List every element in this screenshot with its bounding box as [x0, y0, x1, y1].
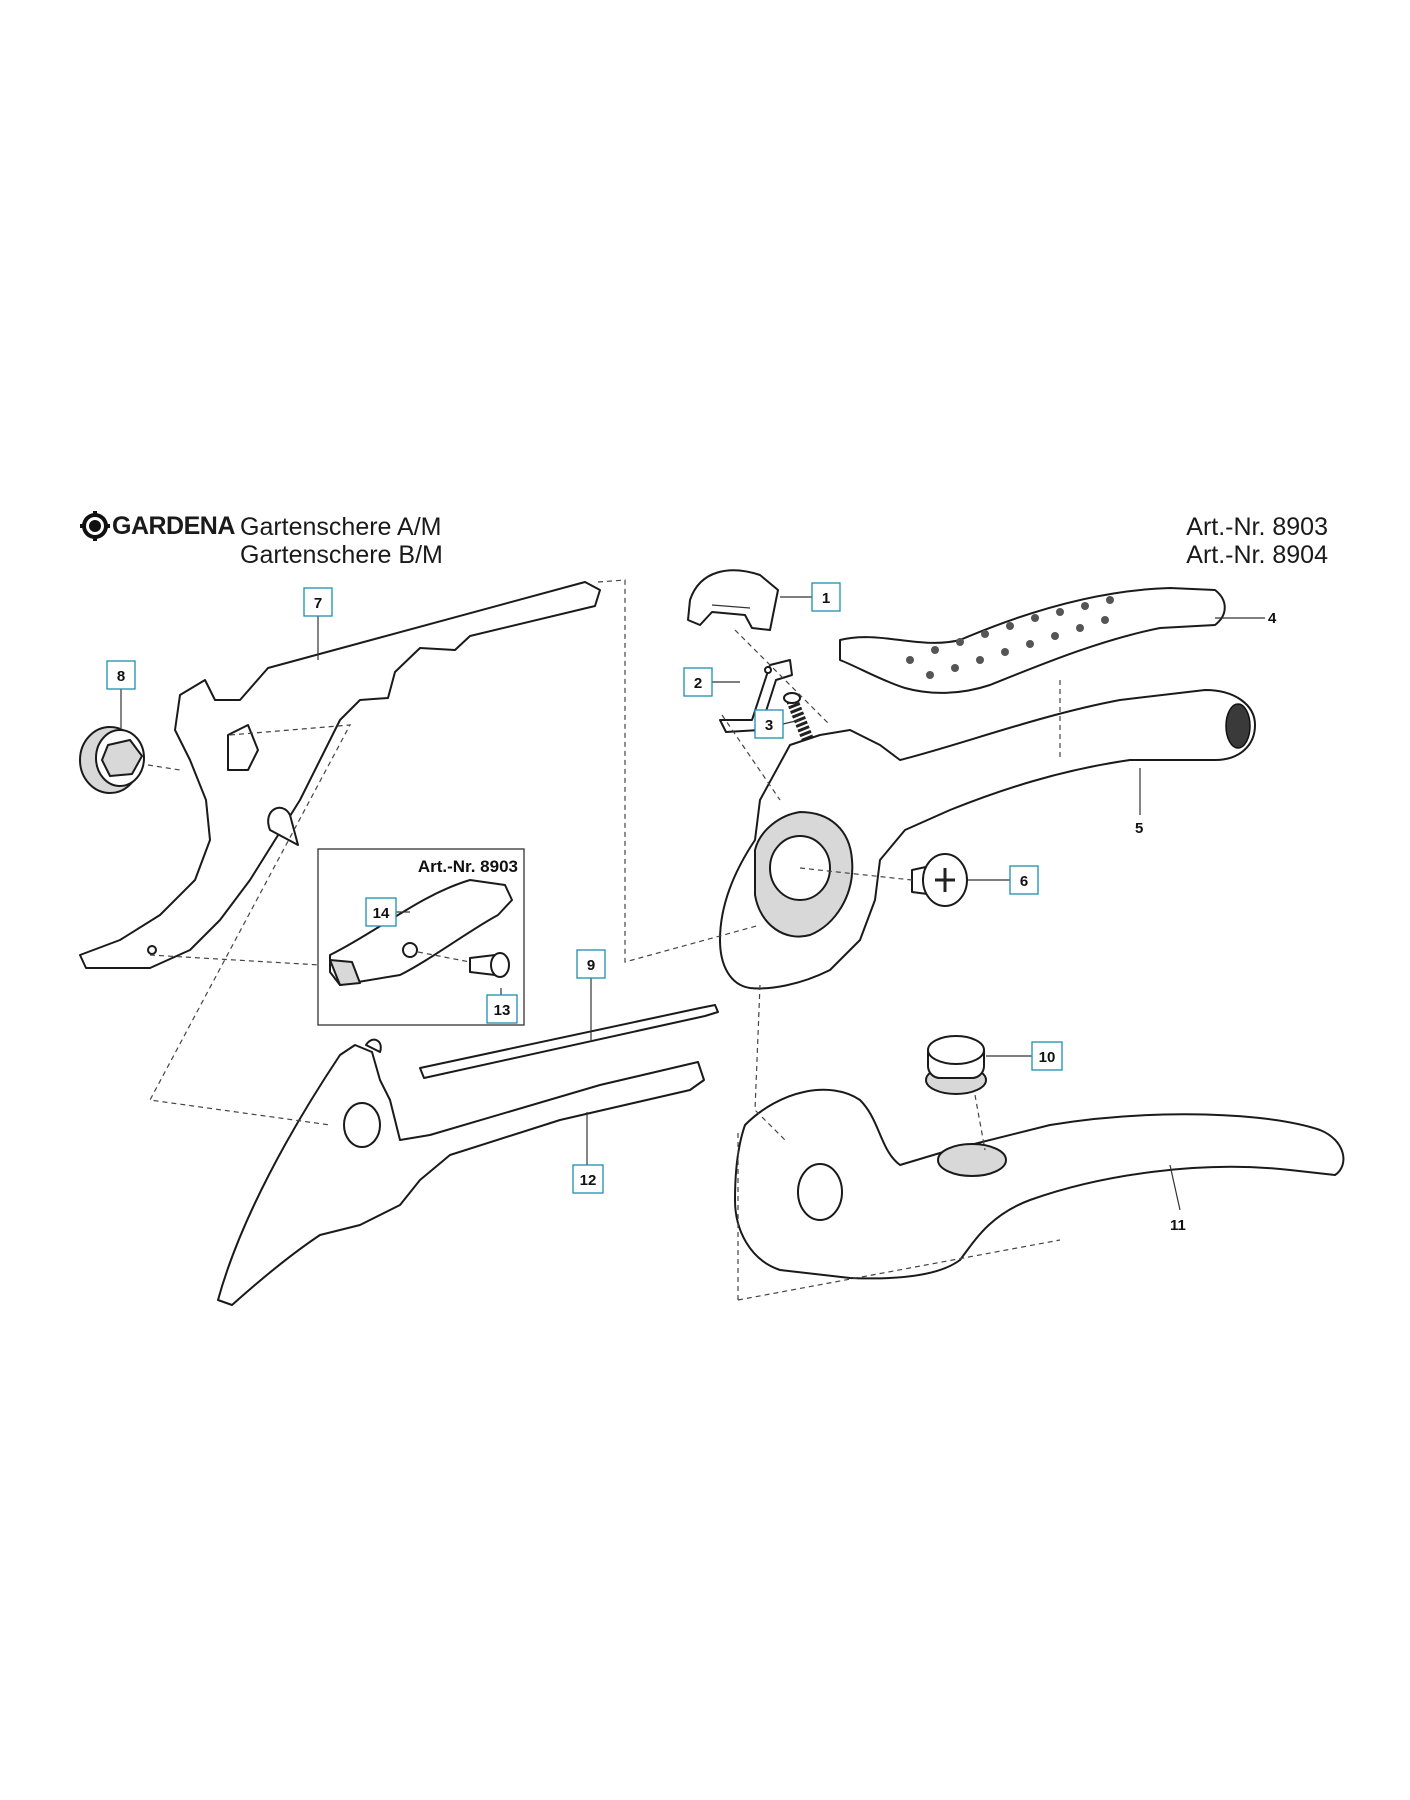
svg-text:3: 3	[765, 717, 773, 734]
callout-3: 3	[754, 709, 801, 739]
lock-slider-hole	[764, 666, 772, 674]
nut-part	[79, 726, 145, 794]
svg-text:10: 10	[1039, 1049, 1056, 1066]
grip-cover	[839, 587, 1226, 694]
callout-12: 12	[572, 1112, 604, 1194]
brand-name: GARDENA	[112, 512, 235, 540]
callout-2: 2	[683, 667, 740, 697]
svg-text:2: 2	[694, 675, 702, 692]
article-number-1: Art.-Nr. 8903	[1186, 513, 1328, 541]
callout-1: 1	[780, 582, 841, 612]
lower-handle-hole	[797, 1163, 843, 1221]
lower-blade-notch	[365, 1038, 382, 1053]
upper-handle	[719, 689, 1256, 990]
svg-text:14: 14	[373, 905, 390, 922]
svg-text:13: 13	[494, 1002, 511, 1019]
cap-part	[687, 569, 779, 631]
upper-blade-hole	[227, 724, 259, 771]
adjust-knob	[925, 1035, 987, 1095]
svg-text:7: 7	[314, 595, 322, 612]
svg-text:8: 8	[117, 668, 125, 685]
svg-text:1: 1	[822, 590, 830, 607]
callout-8: 8	[106, 660, 136, 728]
svg-text:6: 6	[1020, 873, 1028, 890]
callout-10: 10	[986, 1041, 1063, 1071]
anvil-insert-hole	[402, 942, 418, 958]
grip-cover-perforations	[906, 596, 1114, 679]
upper-blade	[79, 581, 601, 969]
label-11: 11	[1170, 1217, 1186, 1234]
article-number-2: Art.-Nr. 8904	[1186, 541, 1328, 569]
callout-13: 13	[486, 988, 518, 1024]
anvil-insert-edge	[329, 959, 361, 986]
lower-handle	[734, 1088, 1345, 1280]
inset-title: Art.-Nr. 8903	[418, 857, 518, 876]
label-4: 4	[1268, 610, 1277, 627]
pivot-screw	[911, 853, 968, 907]
title-line-1: Gartenschere A/M	[240, 513, 442, 541]
lower-handle-knob-seat	[937, 1143, 1007, 1177]
svg-text:9: 9	[587, 957, 595, 974]
callout-14: 14	[365, 897, 410, 927]
spring-strip	[419, 1004, 719, 1079]
callout-9: 9	[576, 949, 606, 1040]
svg-text:12: 12	[580, 1172, 597, 1189]
lower-blade	[217, 1044, 705, 1306]
upper-handle-end-loop	[1225, 703, 1251, 749]
gardena-gear-icon	[80, 511, 110, 541]
screw-13	[469, 952, 510, 978]
title-line-2: Gartenschere B/M	[240, 541, 443, 569]
callout-6: 6	[968, 865, 1039, 895]
callout-7: 7	[303, 587, 333, 660]
lock-slider	[719, 659, 793, 733]
upper-blade-pin-hole	[147, 945, 157, 955]
label-5: 5	[1135, 820, 1143, 837]
lower-blade-hole	[343, 1102, 381, 1148]
